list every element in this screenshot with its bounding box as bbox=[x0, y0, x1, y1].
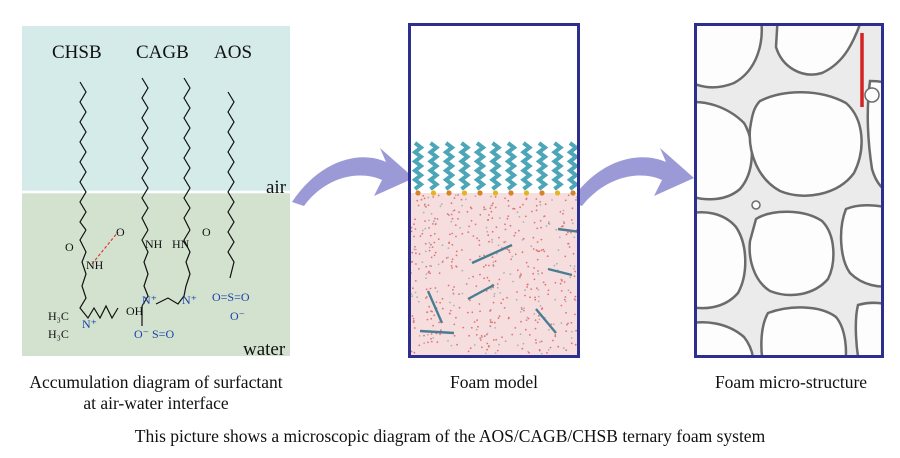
dissolved-surfactants bbox=[419, 227, 580, 335]
surfactant-molecule bbox=[566, 141, 580, 196]
surfactant-layer bbox=[411, 141, 580, 196]
foam-cell bbox=[854, 301, 884, 358]
surfactant-molecule bbox=[489, 141, 502, 196]
foam-cell bbox=[760, 306, 848, 358]
caption-micro-structure: Foam micro-structure bbox=[714, 372, 868, 392]
water-box bbox=[410, 193, 578, 356]
atom-so3-1: O⁻ S=O bbox=[134, 327, 174, 341]
atom-so3-2: O=S=O bbox=[212, 290, 250, 304]
aos-tail bbox=[227, 91, 235, 279]
foam-model-image bbox=[408, 23, 580, 358]
surfactant-molecule bbox=[504, 141, 518, 196]
atom-nh-1: NH bbox=[86, 258, 104, 272]
atom-n-plus-3: N⁺ bbox=[182, 293, 197, 307]
foam-cell bbox=[694, 321, 755, 358]
figure-description: This picture shows a microscopic diagram… bbox=[134, 426, 766, 446]
label-cagb: CAGB bbox=[136, 42, 189, 63]
hydrogen-bond bbox=[91, 231, 119, 265]
chsb-head bbox=[79, 229, 119, 320]
foam-cell bbox=[694, 100, 754, 201]
small-bubble bbox=[751, 200, 761, 210]
cagb-head bbox=[141, 229, 149, 307]
cagb-tail-2 bbox=[183, 77, 191, 231]
atom-h3c-1: H₃C bbox=[48, 309, 69, 323]
atom-oh: OH bbox=[126, 304, 144, 318]
atom-n-plus-1: N⁺ bbox=[82, 317, 97, 331]
chsb-tail bbox=[79, 81, 87, 231]
foam-cell bbox=[748, 91, 863, 197]
foam-cell bbox=[839, 204, 884, 288]
atom-o-1: O bbox=[65, 240, 74, 254]
arrow-right-icon bbox=[292, 148, 414, 206]
label-water: water bbox=[243, 339, 286, 360]
atom-n-plus-2: N⁺ bbox=[142, 293, 157, 307]
surfactant-molecule bbox=[473, 141, 487, 196]
water-molecules bbox=[410, 194, 578, 355]
atom-o-minus: O⁻ bbox=[230, 309, 245, 323]
water-region bbox=[22, 192, 290, 356]
surfactant-molecule bbox=[458, 141, 471, 196]
foam-cell bbox=[748, 210, 835, 297]
atom-nh-2: NH bbox=[145, 237, 163, 251]
surfactant-molecule bbox=[551, 141, 564, 196]
atom-o-2: O bbox=[116, 225, 125, 239]
label-air: air bbox=[266, 177, 287, 198]
surfactant-molecule bbox=[535, 141, 549, 196]
caption-foam-model: Foam model bbox=[450, 372, 538, 392]
foam-cell bbox=[866, 79, 884, 191]
arrow-right-icon bbox=[570, 148, 694, 206]
air-region bbox=[22, 26, 290, 192]
atom-h3c-2: H₃C bbox=[48, 327, 69, 341]
surfactant-molecule bbox=[411, 141, 425, 196]
caption-accumulation: Accumulation diagram of surfactant at ai… bbox=[29, 372, 283, 413]
foam-cell bbox=[774, 23, 862, 76]
surfactant-molecule bbox=[520, 141, 533, 196]
atom-hn: HN bbox=[172, 237, 190, 251]
label-chsb: CHSB bbox=[52, 42, 102, 63]
foam-micro-structure-image bbox=[694, 23, 884, 358]
accumulation-diagram: O NH O NH HN O OH H₃C H₃C N⁺ N⁺ N⁺ O⁻ S=… bbox=[22, 26, 290, 356]
surfactant-molecule bbox=[427, 141, 440, 196]
small-bubble bbox=[864, 87, 880, 103]
label-aos: AOS bbox=[214, 42, 253, 63]
cagb-head-2 bbox=[155, 229, 191, 305]
atom-o-3: O bbox=[202, 225, 211, 239]
foam-cell bbox=[694, 211, 747, 310]
surfactant-molecule bbox=[442, 141, 456, 196]
cagb-tail bbox=[141, 77, 149, 231]
